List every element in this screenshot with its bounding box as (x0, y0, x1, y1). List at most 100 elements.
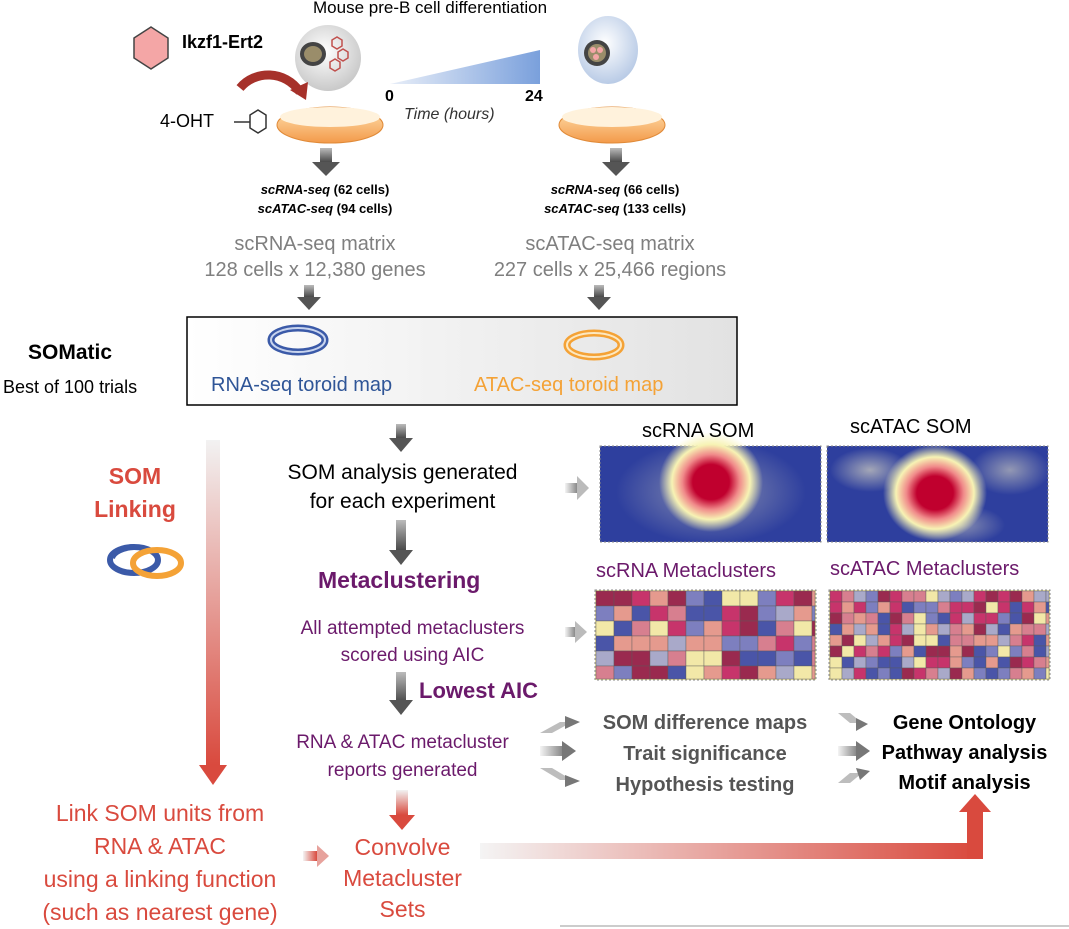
scatac-metacluster-map (828, 589, 1051, 681)
metacluster-patch (901, 656, 915, 669)
outputs-list: Gene Ontology Pathway analysis Motif ana… (862, 708, 1067, 798)
samples-left: scRNA-seq (62 cells) scATAC-seq (94 cell… (230, 180, 420, 218)
metacluster-patch (913, 667, 927, 680)
metacluster-patch (925, 634, 939, 647)
method-label: scRNA-seq (260, 182, 331, 197)
metacluster-patch (721, 635, 741, 652)
metacluster-patch (739, 635, 759, 652)
output-item: Motif analysis (898, 772, 1031, 794)
metacluster-patch (961, 667, 975, 680)
metacluster-patch (595, 590, 615, 607)
analysis-item: SOM difference maps (602, 712, 808, 734)
metacluster-patch (913, 590, 927, 603)
metacluster-patch (901, 634, 915, 647)
metacluster-patch (877, 623, 891, 636)
cell-count: (133 cells) (619, 201, 686, 216)
metacluster-patch (853, 601, 867, 614)
arrow-to-metaclustering (389, 520, 413, 565)
convolve-text: Convolve Metacluster Sets (325, 832, 480, 925)
metacluster-patch (775, 605, 795, 622)
metacluster-patch (739, 590, 759, 607)
metacluster-patch (1021, 601, 1035, 614)
metacluster-patch (811, 665, 816, 680)
atac-matrix-label: scATAC-seq matrix 227 cells x 25,466 reg… (455, 231, 765, 283)
arrow-meta-to-maps (565, 621, 587, 643)
metacluster-patch (1045, 645, 1050, 658)
metacluster-patch (997, 590, 1011, 603)
metacluster-patch (853, 623, 867, 636)
rna-toroid-icon (267, 324, 329, 356)
metacluster-patch (631, 635, 651, 652)
metacluster-patch (901, 590, 915, 603)
metacluster-patch (1033, 590, 1047, 603)
metacluster-patch (595, 665, 615, 680)
metacluster-patch (1009, 612, 1023, 625)
scrna-som-map (599, 432, 822, 544)
metacluster-patch (961, 590, 975, 603)
metacluster-patch (937, 656, 951, 669)
metacluster-patch (595, 605, 615, 622)
linked-toroids-icon (107, 544, 184, 579)
metacluster-patch (949, 612, 963, 625)
som-linking-line2: Linking (94, 496, 176, 522)
benzene-ring-icon (249, 109, 267, 134)
metacluster-patch (595, 620, 615, 637)
metacluster-patch (685, 650, 705, 667)
method-label: scATAC-seq (257, 201, 334, 216)
metacluster-patch (949, 656, 963, 669)
rna-toroid-label: RNA-seq toroid map (211, 374, 393, 396)
metacluster-patch (865, 612, 879, 625)
metacluster-patch (631, 605, 651, 622)
metacluster-scoring-text: All attempted metaclusters scored using … (260, 615, 565, 669)
metacluster-patch (703, 650, 723, 667)
metacluster-patch (1021, 612, 1035, 625)
metacluster-patch (949, 645, 963, 658)
metacluster-patch (1045, 667, 1050, 680)
arrows-report-to-analyses (540, 716, 580, 787)
metacluster-patch (739, 665, 759, 680)
metacluster-patch (961, 656, 975, 669)
metacluster-patch (961, 623, 975, 636)
metacluster-patch (1045, 656, 1050, 669)
metacluster-patch (829, 656, 843, 669)
metacluster-patch (757, 635, 777, 652)
drug-treatment-arrow (236, 70, 304, 95)
pre-b-cell-icon (295, 25, 361, 91)
metacluster-patch (721, 650, 741, 667)
metacluster-patch (961, 612, 975, 625)
metacluster-patch (985, 623, 999, 636)
arrow-to-convolve (389, 790, 415, 830)
metacluster-patch (865, 667, 879, 680)
metacluster-patch (985, 645, 999, 658)
metacluster-patch (901, 612, 915, 625)
hexagon-icon (133, 26, 169, 70)
metacluster-patch (631, 590, 651, 607)
figure-title: Mouse pre-B cell differentiation (313, 0, 548, 17)
metacluster-patch (877, 612, 891, 625)
metacluster-patch (757, 590, 777, 607)
metacluster-patch (721, 590, 741, 607)
atac-matrix-title: scATAC-seq matrix (525, 233, 695, 255)
metacluster-patch (757, 665, 777, 680)
metacluster-patch (775, 665, 795, 680)
arrows-analyses-to-outputs (838, 713, 870, 783)
atac-toroid-label: ATAC-seq toroid map (474, 374, 664, 396)
metacluster-patch (865, 590, 879, 603)
metacluster-patch (949, 634, 963, 647)
metacluster-patch (793, 620, 813, 637)
metacluster-patch (739, 605, 759, 622)
metacluster-patch (973, 601, 987, 614)
metacluster-patch (841, 645, 855, 658)
metacluster-patch (877, 656, 891, 669)
metacluster-patch (649, 650, 669, 667)
arrow-rna-matrix-down (297, 285, 321, 310)
metacluster-patch (985, 667, 999, 680)
metacluster-patch (877, 645, 891, 658)
metacluster-patch (961, 601, 975, 614)
metacluster-patch (937, 612, 951, 625)
metacluster-patch (1009, 623, 1023, 636)
scatac-som-map (826, 445, 1050, 545)
metacluster-patch (973, 590, 987, 603)
metacluster-patch (829, 601, 843, 614)
metacluster-patch (913, 612, 927, 625)
